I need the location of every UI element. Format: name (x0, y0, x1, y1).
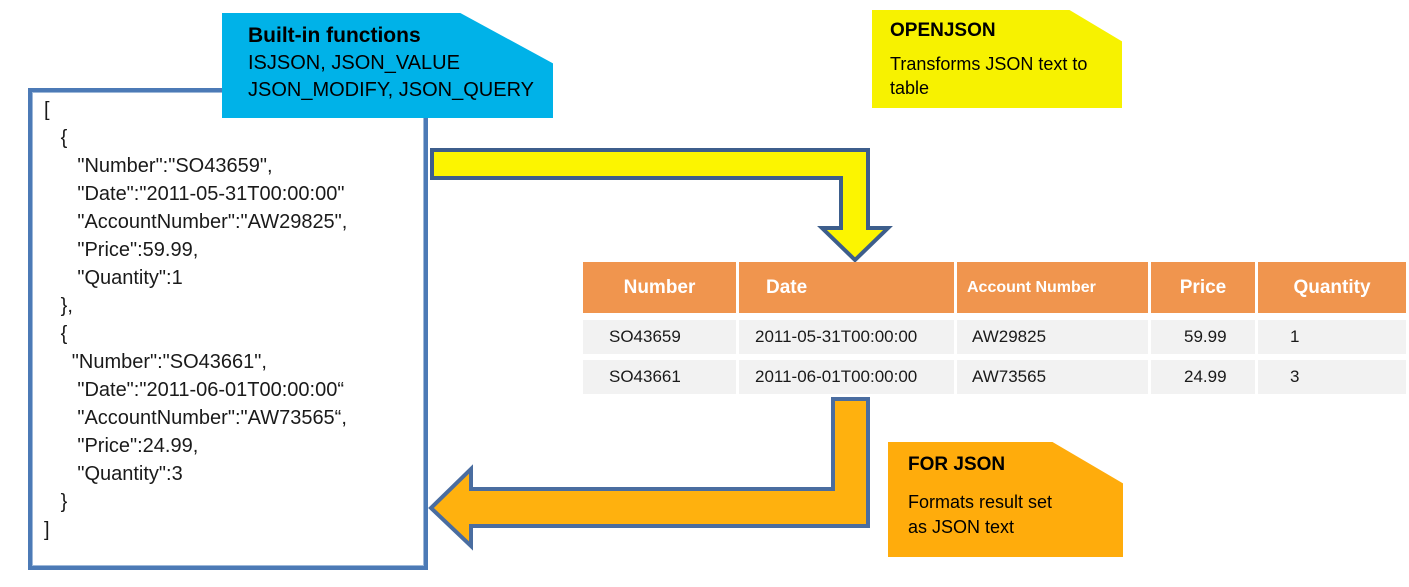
builtin-functions-line-2: JSON_MODIFY, JSON_QUERY (248, 79, 534, 101)
table-cell-number: SO43661 (583, 360, 739, 394)
table-cell-date: 2011-06-01T00:00:00 (739, 360, 957, 394)
header-cell-date: Date (739, 262, 957, 313)
table-cell-price: 24.99 (1151, 360, 1258, 394)
openjson-title: OPENJSON (890, 20, 996, 41)
header-cell-number: Number (583, 262, 739, 313)
for-json-description: Formats result set as JSON text (908, 492, 1053, 537)
builtin-functions-line-1: ISJSON, JSON_VALUE (248, 52, 460, 74)
table-cell-quantity: 3 (1258, 360, 1406, 394)
table-cell-quantity: 1 (1258, 320, 1406, 354)
json-text: [ { "Number":"SO43659", "Date":"2011-05-… (44, 99, 348, 541)
table-header-row: Number Date Account Number Price Quantit… (583, 262, 1406, 313)
table-cell-account-number: AW29825 (957, 320, 1151, 354)
table-cell-account-number: AW73565 (957, 360, 1151, 394)
header-cell-account-number: Account Number (957, 262, 1151, 313)
table-row: SO43659 2011-05-31T00:00:00 AW29825 59.9… (583, 320, 1406, 354)
header-cell-price: Price (1151, 262, 1258, 313)
results-table: Number Date Account Number Price Quantit… (583, 262, 1406, 400)
table-row: SO43661 2011-06-01T00:00:00 AW73565 24.9… (583, 360, 1406, 394)
table-cell-price: 59.99 (1151, 320, 1258, 354)
table-cell-number: SO43659 (583, 320, 739, 354)
callout-builtin-functions: Built-in functions ISJSON, JSON_VALUE JS… (222, 13, 553, 118)
callout-openjson: OPENJSON Transforms JSON text to table (872, 10, 1122, 108)
openjson-description: Transforms JSON text to table (890, 54, 1088, 98)
json-text-box: [ { "Number":"SO43659", "Date":"2011-05-… (28, 88, 428, 570)
header-cell-quantity: Quantity (1258, 262, 1406, 313)
builtin-functions-title: Built-in functions (248, 24, 421, 47)
for-json-flow-arrow (428, 397, 870, 551)
openjson-flow-arrow (430, 148, 893, 263)
callout-for-json: FOR JSON Formats result set as JSON text (888, 442, 1123, 557)
table-cell-date: 2011-05-31T00:00:00 (739, 320, 957, 354)
for-json-title: FOR JSON (908, 454, 1006, 475)
